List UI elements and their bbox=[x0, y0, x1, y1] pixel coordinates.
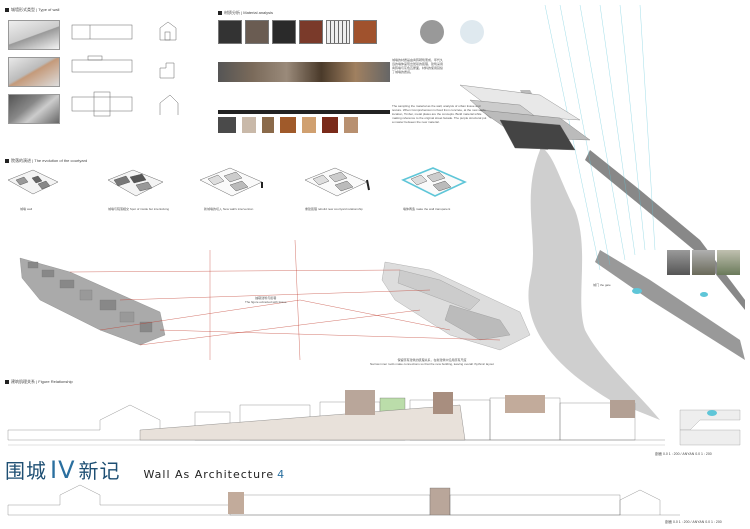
section-marker-icon bbox=[5, 380, 9, 384]
street-facade-photo bbox=[218, 62, 390, 82]
courtyard-models bbox=[7, 167, 467, 197]
swatch-4 bbox=[280, 117, 296, 133]
scale-section-top: 剖面 0.0 1 : 200 / ANYAN 0.0 1 : 200 bbox=[655, 452, 712, 456]
site-photo-1 bbox=[667, 250, 690, 275]
figure-note-bottom: 保留原有建筑的肌理关系，在新建筑中沿用原有尺度 Narrow inner roo… bbox=[370, 358, 494, 366]
site-marker-gate bbox=[632, 288, 642, 294]
section-drawing-1 bbox=[7, 397, 665, 446]
figure-ground-left bbox=[19, 257, 166, 346]
swatch-1 bbox=[218, 117, 236, 133]
material-text-cn: 城墙的材质是由青砖砌筑而成，年代久远的墙体呈现出斑驳的肌理，建筑采用青砖墙与灰色… bbox=[392, 58, 444, 74]
wall-model-photo-3 bbox=[8, 94, 60, 124]
swatch-6 bbox=[322, 117, 338, 133]
texture-lattice bbox=[326, 20, 350, 44]
section-marker-icon bbox=[218, 11, 222, 15]
evolution-step-2: 城墙与院落相交 Spot of inside but interlocking bbox=[108, 207, 170, 211]
section-marker-icon bbox=[5, 8, 9, 12]
texture-stone bbox=[245, 20, 269, 44]
section-marker-icon bbox=[5, 159, 9, 163]
swatch-7 bbox=[344, 117, 358, 133]
section-header-material: 材质分析 | Material analysis bbox=[218, 10, 273, 16]
poster-title: 围城 IV 新记 Wall As Architecture 4 bbox=[5, 456, 286, 484]
texture-timber bbox=[353, 20, 377, 44]
site-photo-2 bbox=[692, 250, 715, 275]
texture-dark-wall bbox=[272, 20, 296, 44]
material-circle-stone bbox=[420, 20, 444, 44]
section-drawing-2 bbox=[7, 484, 680, 516]
site-label-gate: 城门 the gate bbox=[593, 283, 611, 287]
texture-roof bbox=[218, 20, 242, 44]
evolution-step-5: 墙体再造 make the wall transparent bbox=[403, 207, 451, 211]
figure-ground-right bbox=[381, 261, 531, 351]
wall-model-photo-2 bbox=[8, 57, 60, 87]
section-header-courtyard: 院落的演进 | The evolution of the courtyard bbox=[5, 158, 87, 164]
evolution-step-3: 新城墙的切入 New wall's intervention bbox=[204, 207, 254, 211]
detail-sections bbox=[679, 409, 741, 446]
evolution-step-1: 城墙 wall bbox=[20, 207, 33, 211]
wall-model-photo-1 bbox=[8, 20, 60, 50]
swatch-3 bbox=[262, 117, 274, 133]
swatch-5 bbox=[302, 117, 316, 133]
wall-type-diagrams bbox=[71, 21, 179, 117]
figure-red-lines bbox=[69, 239, 501, 361]
site-photo-3 bbox=[717, 250, 740, 275]
site-marker-2 bbox=[700, 292, 708, 297]
material-text-en: The sampling the material as the wall, a… bbox=[392, 104, 487, 124]
texture-brick bbox=[299, 20, 323, 44]
evolution-step-4: 重建肌理 rebuild new courtyard relationship bbox=[305, 207, 363, 211]
section-header-figure: 建筑肌理关系 | Figure Relationship bbox=[5, 379, 73, 385]
detail-marker bbox=[707, 410, 717, 416]
material-circle-glass bbox=[460, 20, 484, 44]
section-texture-2a bbox=[228, 492, 244, 514]
section-texture-1 bbox=[345, 390, 635, 418]
section-header-wall-type: 城墙形式类型 | Type of wall bbox=[5, 7, 59, 13]
material-swatches bbox=[218, 117, 390, 133]
material-strip bbox=[218, 110, 390, 114]
figure-note-center: 抽取建筑与街巷 The figure extracted with tissue bbox=[245, 296, 287, 304]
swatch-2 bbox=[242, 117, 256, 133]
site-wall-strip bbox=[585, 150, 745, 360]
site-axis-lines bbox=[544, 4, 656, 271]
massing-model bbox=[459, 84, 591, 151]
scale-section-bottom: 剖面 0.0 1 : 200 / ANYAN 0.0 1 : 200 bbox=[665, 520, 722, 524]
